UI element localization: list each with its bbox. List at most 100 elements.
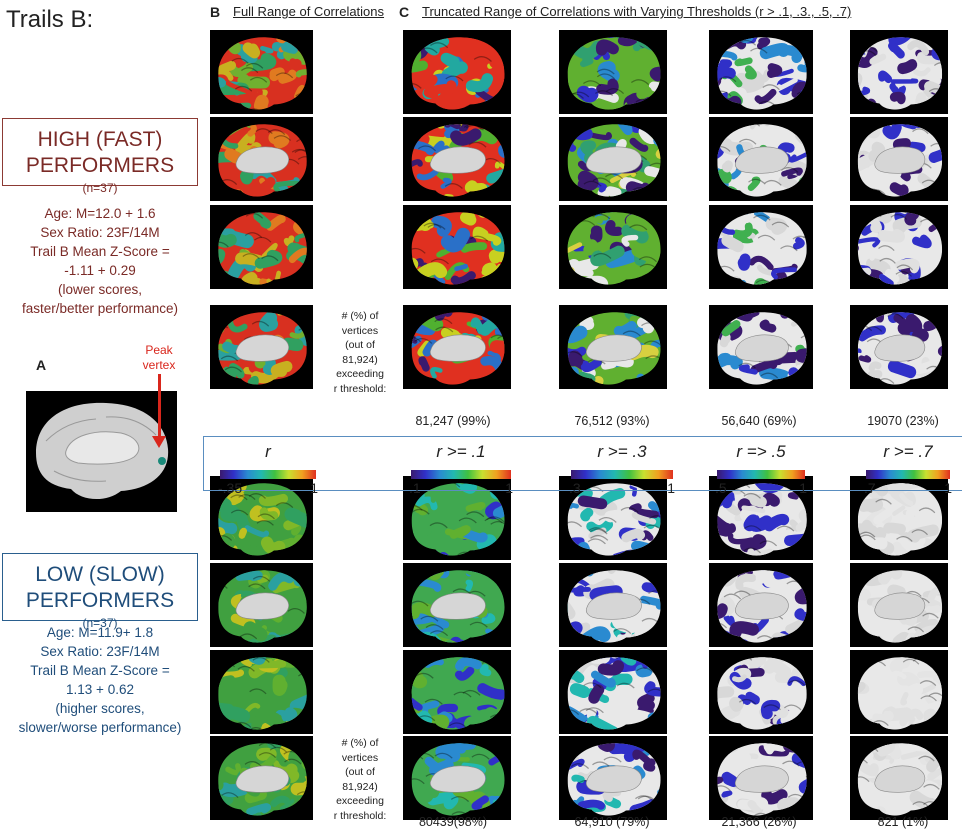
- vertices-label-low: # (%) of vertices (out of 81,924) exceed…: [322, 736, 398, 823]
- brain-map-image: [850, 736, 948, 820]
- low-group-line2: PERFORMERS: [25, 589, 175, 612]
- peak-arrow-shaft: [158, 374, 161, 438]
- low-count-r1: 80439(98%): [418, 815, 488, 829]
- low-stat-note1: (higher scores,: [55, 701, 145, 716]
- brain-map-image: [210, 117, 313, 201]
- low-count-r7: 821 (1%): [877, 815, 929, 829]
- brain-map-image: [559, 736, 667, 820]
- brain-map-image: [559, 205, 667, 289]
- brain-map-image: [210, 563, 313, 647]
- low-performers-box: LOW (SLOW) PERFORMERS (n=37): [2, 553, 198, 630]
- high-stat-zlabel: Trail B Mean Z-Score =: [30, 244, 170, 259]
- legend-r5: r => .5 .5 1: [715, 442, 807, 496]
- legend-low: .5: [715, 480, 727, 496]
- colorbar: [220, 470, 316, 479]
- high-count-r5: 56,640 (69%): [721, 414, 797, 428]
- brain-map-image: [559, 305, 667, 389]
- vlabel-line: (out of: [345, 339, 375, 351]
- high-stat-note2: faster/better performance): [21, 301, 179, 316]
- legend-high: 1: [944, 480, 952, 496]
- vlabel-line: vertices: [341, 324, 379, 337]
- legend-full-range: r -.35 1: [218, 442, 318, 496]
- brain-map-image: [850, 305, 948, 389]
- brain-map-image: [709, 205, 813, 289]
- peak-vertex-line2: vertex: [142, 358, 176, 372]
- brain-map-image: [709, 476, 813, 560]
- vlabel-line: vertices: [341, 751, 379, 764]
- colorbar: [571, 470, 673, 479]
- peak-vertex-label: Peak vertex: [131, 343, 187, 373]
- low-count-r3: 64,910 (79%): [574, 815, 650, 829]
- brain-map-image: [403, 117, 511, 201]
- section-b-letter: B: [210, 4, 221, 20]
- vlabel-line: # (%) of: [341, 310, 379, 322]
- low-stat-sex: Sex Ratio: 23F/14M: [40, 644, 160, 659]
- brain-map-image: [210, 305, 313, 389]
- high-count-r1: 81,247 (99%): [415, 414, 491, 428]
- low-stat-zvalue: 1.13 + 0.62: [66, 682, 134, 697]
- high-count-r7: 19070 (23%): [867, 414, 939, 428]
- high-stat-age: Age: M=12.0 + 1.6: [44, 206, 156, 221]
- legend-title: r >= .1: [436, 442, 486, 461]
- section-c-heading: Truncated Range of Correlations with Var…: [422, 4, 852, 19]
- peak-arrow-head: [152, 436, 166, 448]
- low-stat-age: Age: M=11.9+ 1.8: [46, 625, 154, 640]
- brain-map-image: [403, 30, 511, 114]
- peak-vertex-line1: Peak: [145, 343, 173, 357]
- high-group-line2: PERFORMERS: [25, 154, 175, 177]
- vlabel-line: r threshold:: [333, 382, 387, 395]
- brain-map-image: [403, 736, 511, 820]
- high-group-stats: Age: M=12.0 + 1.6 Sex Ratio: 23F/14M Tra…: [0, 204, 200, 318]
- section-b-heading: Full Range of Correlations: [233, 4, 385, 19]
- brain-map-image: [709, 30, 813, 114]
- brain-map-image: [709, 736, 813, 820]
- legend-low: .1: [409, 480, 421, 496]
- low-group-stats: Age: M=11.9+ 1.8 Sex Ratio: 23F/14M Trai…: [0, 623, 200, 737]
- legend-low: -.35: [218, 480, 243, 496]
- vertices-label-high: # (%) of vertices (out of 81,924) exceed…: [322, 309, 398, 396]
- legend-title: r => .5: [736, 442, 786, 461]
- section-a-letter: A: [36, 357, 47, 373]
- legend-high: 1: [505, 480, 513, 496]
- brain-map-image: [709, 117, 813, 201]
- high-group-line1: HIGH (FAST): [37, 128, 163, 151]
- brain-map-image: [709, 650, 813, 734]
- low-group-n: (n=37): [82, 616, 118, 630]
- high-stat-sex: Sex Ratio: 23F/14M: [40, 225, 160, 240]
- brain-map-image: [210, 476, 313, 560]
- legend-r3: r >= .3 .3 1: [569, 442, 675, 496]
- vlabel-line: r threshold:: [333, 809, 387, 822]
- brain-map-image: [559, 30, 667, 114]
- brain-map-image: [403, 563, 511, 647]
- high-stat-zvalue: -1.11 + 0.29: [64, 263, 136, 278]
- high-count-r3: 76,512 (93%): [574, 414, 650, 428]
- brain-map-image: [850, 650, 948, 734]
- vlabel-line: 81,924): [342, 353, 378, 366]
- brain-map-image: [850, 563, 948, 647]
- colorbar: [866, 470, 950, 479]
- vlabel-line: # (%) of: [341, 737, 379, 749]
- brain-map-image: [850, 30, 948, 114]
- legend-r7: r >= .7 .7 1: [864, 442, 952, 496]
- legend-high: 1: [799, 480, 807, 496]
- brain-map-image: [850, 205, 948, 289]
- high-group-n: (n=37): [82, 181, 118, 195]
- legend-title: r >= .3: [597, 442, 647, 461]
- brain-map-image: [709, 563, 813, 647]
- colorbar-legend-box: [203, 436, 962, 491]
- high-performers-box: HIGH (FAST) PERFORMERS (n=37): [2, 118, 198, 195]
- vlabel-line: (out of: [345, 766, 375, 778]
- legend-low: .7: [864, 480, 876, 496]
- high-stat-note1: (lower scores,: [57, 282, 143, 297]
- brain-map-image: [403, 205, 511, 289]
- vlabel-line: exceeding: [336, 795, 384, 807]
- legend-high: 1: [667, 480, 675, 496]
- brain-map-image: [850, 117, 948, 201]
- brain-map-image: [709, 305, 813, 389]
- low-count-r5: 21,366 (26%): [721, 815, 797, 829]
- brain-map-image: [210, 205, 313, 289]
- low-stat-note2: slower/worse performance): [18, 720, 182, 735]
- brain-map-image: [559, 117, 667, 201]
- peak-vertex-brain-image: [26, 391, 177, 512]
- section-c-letter: C: [399, 4, 410, 20]
